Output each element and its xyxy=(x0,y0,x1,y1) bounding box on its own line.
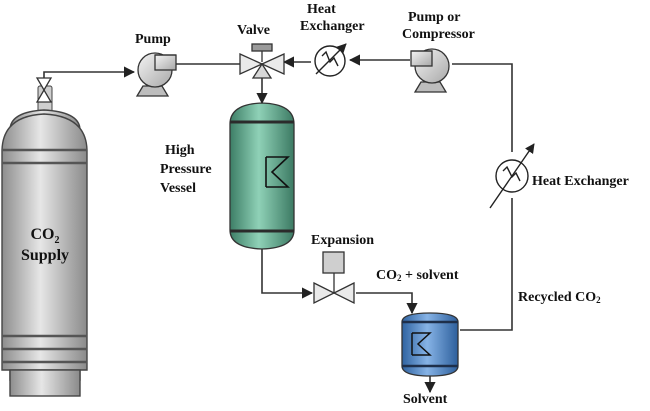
expansion-valve-icon[interactable] xyxy=(313,251,355,305)
co2-supply-label: CO2 Supply xyxy=(10,226,80,265)
recycled-subscript: 2 xyxy=(596,295,601,305)
supply-pipe xyxy=(43,66,136,110)
hp-vessel-label-3: Vessel xyxy=(160,181,197,196)
separator-hx-pipe xyxy=(460,198,513,331)
pump-or-compressor-label-1: Pump or xyxy=(408,10,461,25)
return-loop-pipe xyxy=(452,63,513,152)
separator-vessel xyxy=(401,312,459,377)
recycled-text: Recycled CO xyxy=(518,290,597,305)
solvent-label: Solvent xyxy=(403,392,448,407)
pump-label: Pump xyxy=(135,32,171,47)
co2-supply-subscript: 2 xyxy=(54,235,60,247)
co2-solvent-label: CO2 + solvent xyxy=(376,268,459,284)
co2-supply-tank xyxy=(1,85,88,397)
expansion-label: Expansion xyxy=(311,233,375,248)
co2-solvent-text-b: + solvent xyxy=(401,268,459,283)
co2-supply-line-2: Supply xyxy=(20,246,70,264)
heat-exchanger-top-label-2: Exchanger xyxy=(300,19,365,34)
co2-supply-text-a: CO xyxy=(30,226,55,243)
heat-exchanger-right-icon xyxy=(489,143,535,209)
compressor-icon[interactable] xyxy=(410,48,450,93)
high-pressure-vessel xyxy=(229,102,295,250)
hp-vessel-label-2: Pressure xyxy=(160,162,212,177)
heat-exchanger-top-icon xyxy=(314,43,347,77)
hp-vessel-label-1: High xyxy=(165,143,195,158)
co2-supply-line-1: CO2 xyxy=(10,226,80,247)
supply-valve-icon[interactable] xyxy=(35,77,53,103)
heat-exchanger-right-label: Heat Exchanger xyxy=(532,174,629,189)
pump-or-compressor-label-2: Compressor xyxy=(402,27,475,42)
expansion-separator-pipe xyxy=(356,292,418,315)
co2-solvent-text-a: CO xyxy=(376,268,397,283)
valve-icon[interactable] xyxy=(239,43,285,79)
co2-solvent-subscript: 2 xyxy=(397,273,402,283)
pump-icon[interactable] xyxy=(135,52,177,97)
piping xyxy=(43,54,513,394)
heat-exchanger-top-label-1: Heat xyxy=(307,2,336,17)
valve-label: Valve xyxy=(237,23,270,38)
vessel-expansion-pipe xyxy=(261,244,314,299)
recycled-co2-label: Recycled CO2 xyxy=(518,290,601,306)
